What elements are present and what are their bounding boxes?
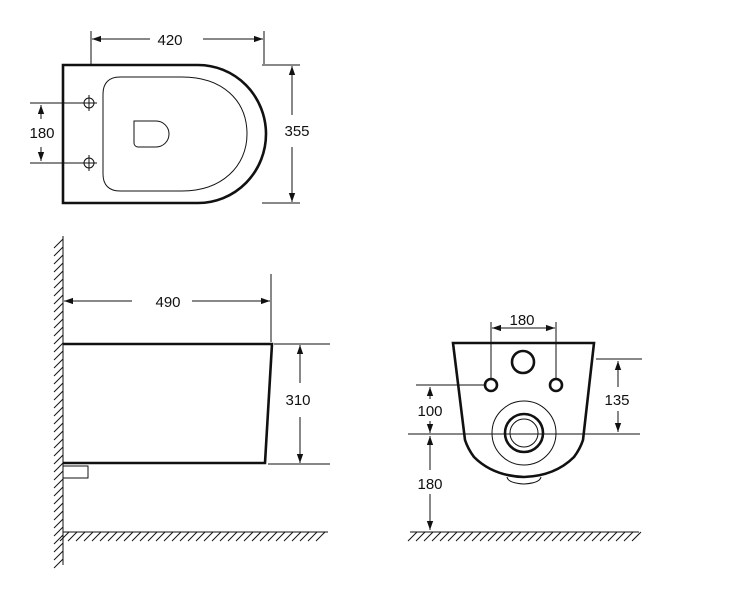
top-view-flush-hole (133, 120, 170, 148)
side-view-outlet (63, 465, 89, 479)
dimension-front-bolt-to-outlet: 100 (416, 384, 485, 433)
front-view-spigot (506, 476, 542, 485)
dimension-front-bolt-spacing-label: 180 (509, 312, 534, 329)
dimension-front-outlet-to-floor: 180 (417, 436, 443, 530)
side-view-bowl (63, 342, 274, 465)
side-view-floor-hatch (59, 531, 326, 542)
dimension-front-outlet-to-floor-label: 180 (417, 476, 442, 493)
front-view-outlet (491, 400, 557, 466)
dimension-front-top-to-outlet: 135 (596, 358, 642, 432)
side-view-wall-hatch (53, 238, 64, 569)
front-view-bolt-hole-right (548, 377, 564, 393)
dimension-top-hole-spacing: 180 (29, 102, 96, 164)
dimension-top-width: 420 (90, 31, 265, 64)
dimension-side-height: 310 (268, 343, 330, 465)
front-view-bowl (451, 341, 596, 479)
dimension-front-top-to-outlet-label: 135 (604, 392, 629, 409)
front-view-floor-hatch (407, 531, 642, 542)
top-view-seat-opening (102, 76, 248, 192)
front-view-bolt-hole-left (483, 377, 499, 393)
top-view: 420 355 180 (29, 31, 310, 205)
dimension-top-width-label: 420 (157, 32, 182, 49)
side-view: 490 310 (53, 236, 330, 569)
dimension-top-hole-spacing-label: 180 (29, 125, 54, 142)
dimension-side-height-label: 310 (285, 392, 310, 409)
dimension-side-length: 490 (64, 274, 272, 342)
dimension-top-depth-label: 355 (284, 123, 309, 140)
dimension-front-bolt-to-outlet-label: 100 (417, 403, 442, 420)
dimension-front-bolt-spacing: 180 (490, 312, 557, 378)
front-view-inlet-hole (510, 349, 536, 375)
front-view: 180 100 180 135 (407, 312, 642, 542)
top-view-outline (61, 63, 268, 205)
dimension-side-length-label: 490 (155, 294, 180, 311)
dimension-top-depth: 355 (262, 64, 310, 204)
